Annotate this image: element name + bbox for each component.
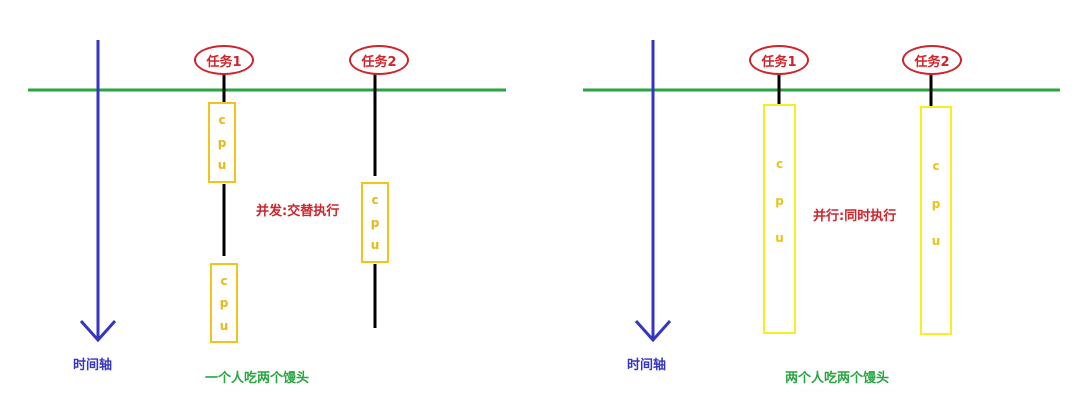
right-mode-label: 并行:同时执行: [813, 209, 897, 224]
right-timeline-label: 时间轴: [627, 358, 667, 373]
left-cpu-block-3: c p u: [210, 263, 238, 343]
right-task2-ellipse: 任务2: [902, 45, 962, 75]
left-task2-ellipse: 任务2: [349, 45, 409, 75]
right-cpu-block-1: c p u: [763, 104, 796, 334]
left-timeline-arrow-head: [79, 319, 117, 343]
left-mode-label: 并发:交替执行: [256, 204, 340, 219]
right-task2-label: 任务2: [914, 54, 950, 70]
cpu-letter: p: [931, 196, 941, 211]
left-timeline-label: 时间轴: [73, 358, 113, 373]
cpu-letter: u: [931, 233, 941, 248]
cpu-letter: c: [220, 273, 228, 288]
cpu-letter: u: [370, 238, 380, 253]
cpu-letter: p: [217, 135, 227, 150]
left-cpu-block-2: c p u: [361, 182, 389, 263]
cpu-letter: u: [217, 158, 227, 173]
cpu-letter: p: [775, 194, 784, 208]
cpu-letter: c: [775, 157, 784, 171]
left-task1-label: 任务1: [206, 54, 242, 70]
left-caption: 一个人吃两个馒头: [205, 371, 310, 386]
cpu-letter: p: [219, 296, 229, 310]
right-caption: 两个人吃两个馒头: [785, 371, 890, 386]
right-cpu-block-2: c p u: [920, 106, 952, 335]
right-task1-ellipse: 任务1: [749, 45, 809, 75]
left-cpu-block-1: c p u: [208, 102, 236, 183]
left-task2-label: 任务2: [361, 54, 397, 70]
cpu-letter: u: [775, 231, 784, 245]
cpu-letter: c: [932, 159, 940, 174]
cpu-letter: u: [219, 318, 229, 333]
right-timeline-arrow-head: [634, 319, 672, 343]
cpu-letter: p: [370, 215, 380, 230]
right-task1-label: 任务1: [761, 54, 797, 70]
left-task1-ellipse: 任务1: [194, 45, 254, 75]
cpu-letter: c: [371, 192, 379, 207]
cpu-letter: c: [218, 112, 226, 127]
